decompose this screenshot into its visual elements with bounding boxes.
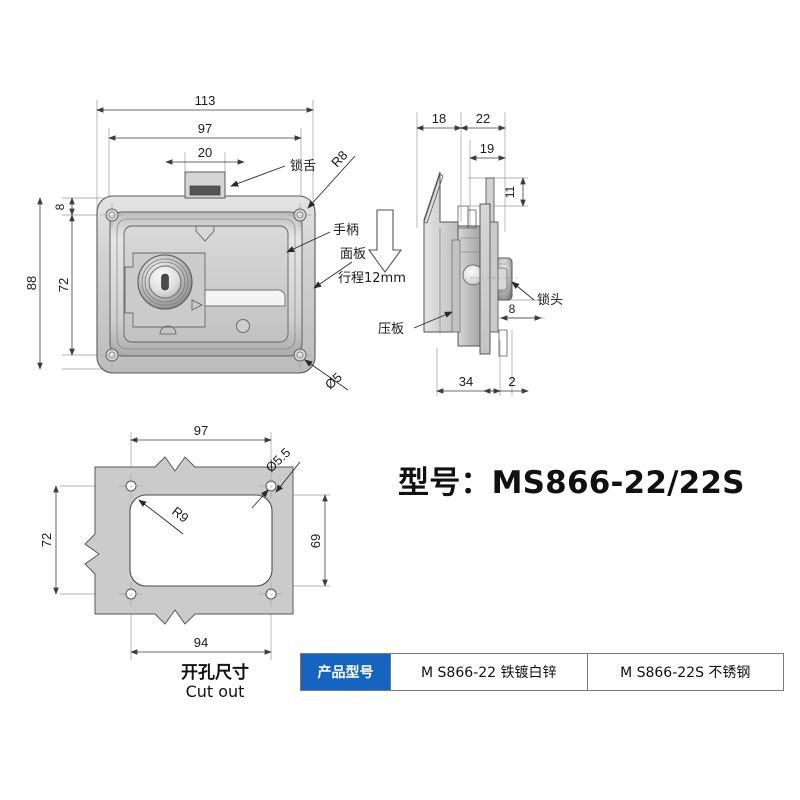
cutout-label-en: Cut out <box>185 682 245 701</box>
dim-22: 22 <box>460 111 506 131</box>
dim-8-front: 8 <box>53 197 75 216</box>
model-number-heading: 型号：MS866-22/22S <box>398 465 745 501</box>
stroke-arrow-icon <box>367 209 403 273</box>
callout-panel: 面板 <box>340 247 366 262</box>
dim-value-97-cutout: 97 <box>194 423 208 438</box>
spec-table-value-0: M S866-22 铁镀白锌 <box>391 654 588 690</box>
dim-97-front: 97 <box>108 121 302 141</box>
dim-18: 18 <box>416 111 462 131</box>
dim-20: 20 <box>165 145 245 165</box>
callout-handle: 手柄 <box>333 223 359 238</box>
dim-value-dia5: Ø5 <box>322 369 345 392</box>
dim-19: 19 <box>469 141 506 161</box>
lock-cylinder <box>137 254 193 310</box>
dim-69: 69 <box>308 494 328 587</box>
dim-2: 2 <box>483 374 529 394</box>
dim-value-69: 69 <box>308 534 323 548</box>
cutout-mounting-holes <box>119 474 283 606</box>
dim-value-19: 19 <box>480 141 494 156</box>
dim-value-97-front: 97 <box>198 121 212 136</box>
side-view: 18 22 19 11 8 34 2 <box>338 111 563 396</box>
dim-value-11: 11 <box>503 185 517 198</box>
dim-value-R8: R8 <box>328 148 350 170</box>
rivet-hole <box>236 319 250 333</box>
callout-press-plate: 压板 <box>378 322 404 337</box>
dim-97-cutout: 97 <box>130 423 272 443</box>
handle-grip-slot <box>195 289 286 307</box>
latch-bolt <box>184 171 226 199</box>
dim-value-2: 2 <box>508 374 515 389</box>
callout-stroke: 行程12mm <box>338 271 406 286</box>
dim-value-34: 34 <box>459 374 473 389</box>
dim-94: 94 <box>130 635 272 655</box>
side-flange-tail <box>489 221 499 333</box>
keyhole-icon <box>161 273 169 291</box>
dim-72-front: 72 <box>56 214 75 356</box>
side-flange <box>479 203 491 355</box>
dim-value-18: 18 <box>432 111 446 126</box>
dim-113: 113 <box>96 93 314 113</box>
mounting-holes-front <box>100 203 312 367</box>
side-handle-profile <box>423 171 459 333</box>
cutout-opening <box>129 494 273 587</box>
dim-value-113: 113 <box>195 93 216 108</box>
dim-value-8-side: 8 <box>509 302 516 316</box>
callout-latch-bolt: 锁舌 <box>290 158 316 174</box>
dim-88: 88 <box>24 197 43 370</box>
front-view: 113 97 20 88 72 8 <box>24 93 366 392</box>
cutout-view: 97 94 72 69 <box>39 423 330 660</box>
dim-11: 11 <box>503 177 526 207</box>
spec-table: 产品型号 M S866-22 铁镀白锌 M S866-22S 不锈钢 <box>300 653 784 691</box>
side-callouts: 行程12mm 锁头 压板 <box>338 271 563 337</box>
dim-value-72-front: 72 <box>56 278 71 292</box>
spec-table-value-1: M S866-22S 不锈钢 <box>620 665 751 681</box>
spec-table-header: 产品型号 <box>301 654 391 690</box>
dim-value-88: 88 <box>24 276 39 290</box>
dim-value-20: 20 <box>198 145 212 160</box>
dim-72-cutout: 72 <box>39 485 59 595</box>
dim-value-94: 94 <box>194 635 208 650</box>
side-body <box>457 225 481 347</box>
dim-8-side: 8 <box>500 302 542 321</box>
dim-34: 34 <box>436 374 501 394</box>
cutout-label-cn: 开孔尺寸 <box>181 663 249 683</box>
side-lock-head <box>470 257 520 301</box>
dim-value-72-cutout: 72 <box>39 533 54 547</box>
callout-lock-head: 锁头 <box>537 292 563 308</box>
dim-value-8-front: 8 <box>53 203 67 210</box>
dim-value-22: 22 <box>476 111 490 126</box>
